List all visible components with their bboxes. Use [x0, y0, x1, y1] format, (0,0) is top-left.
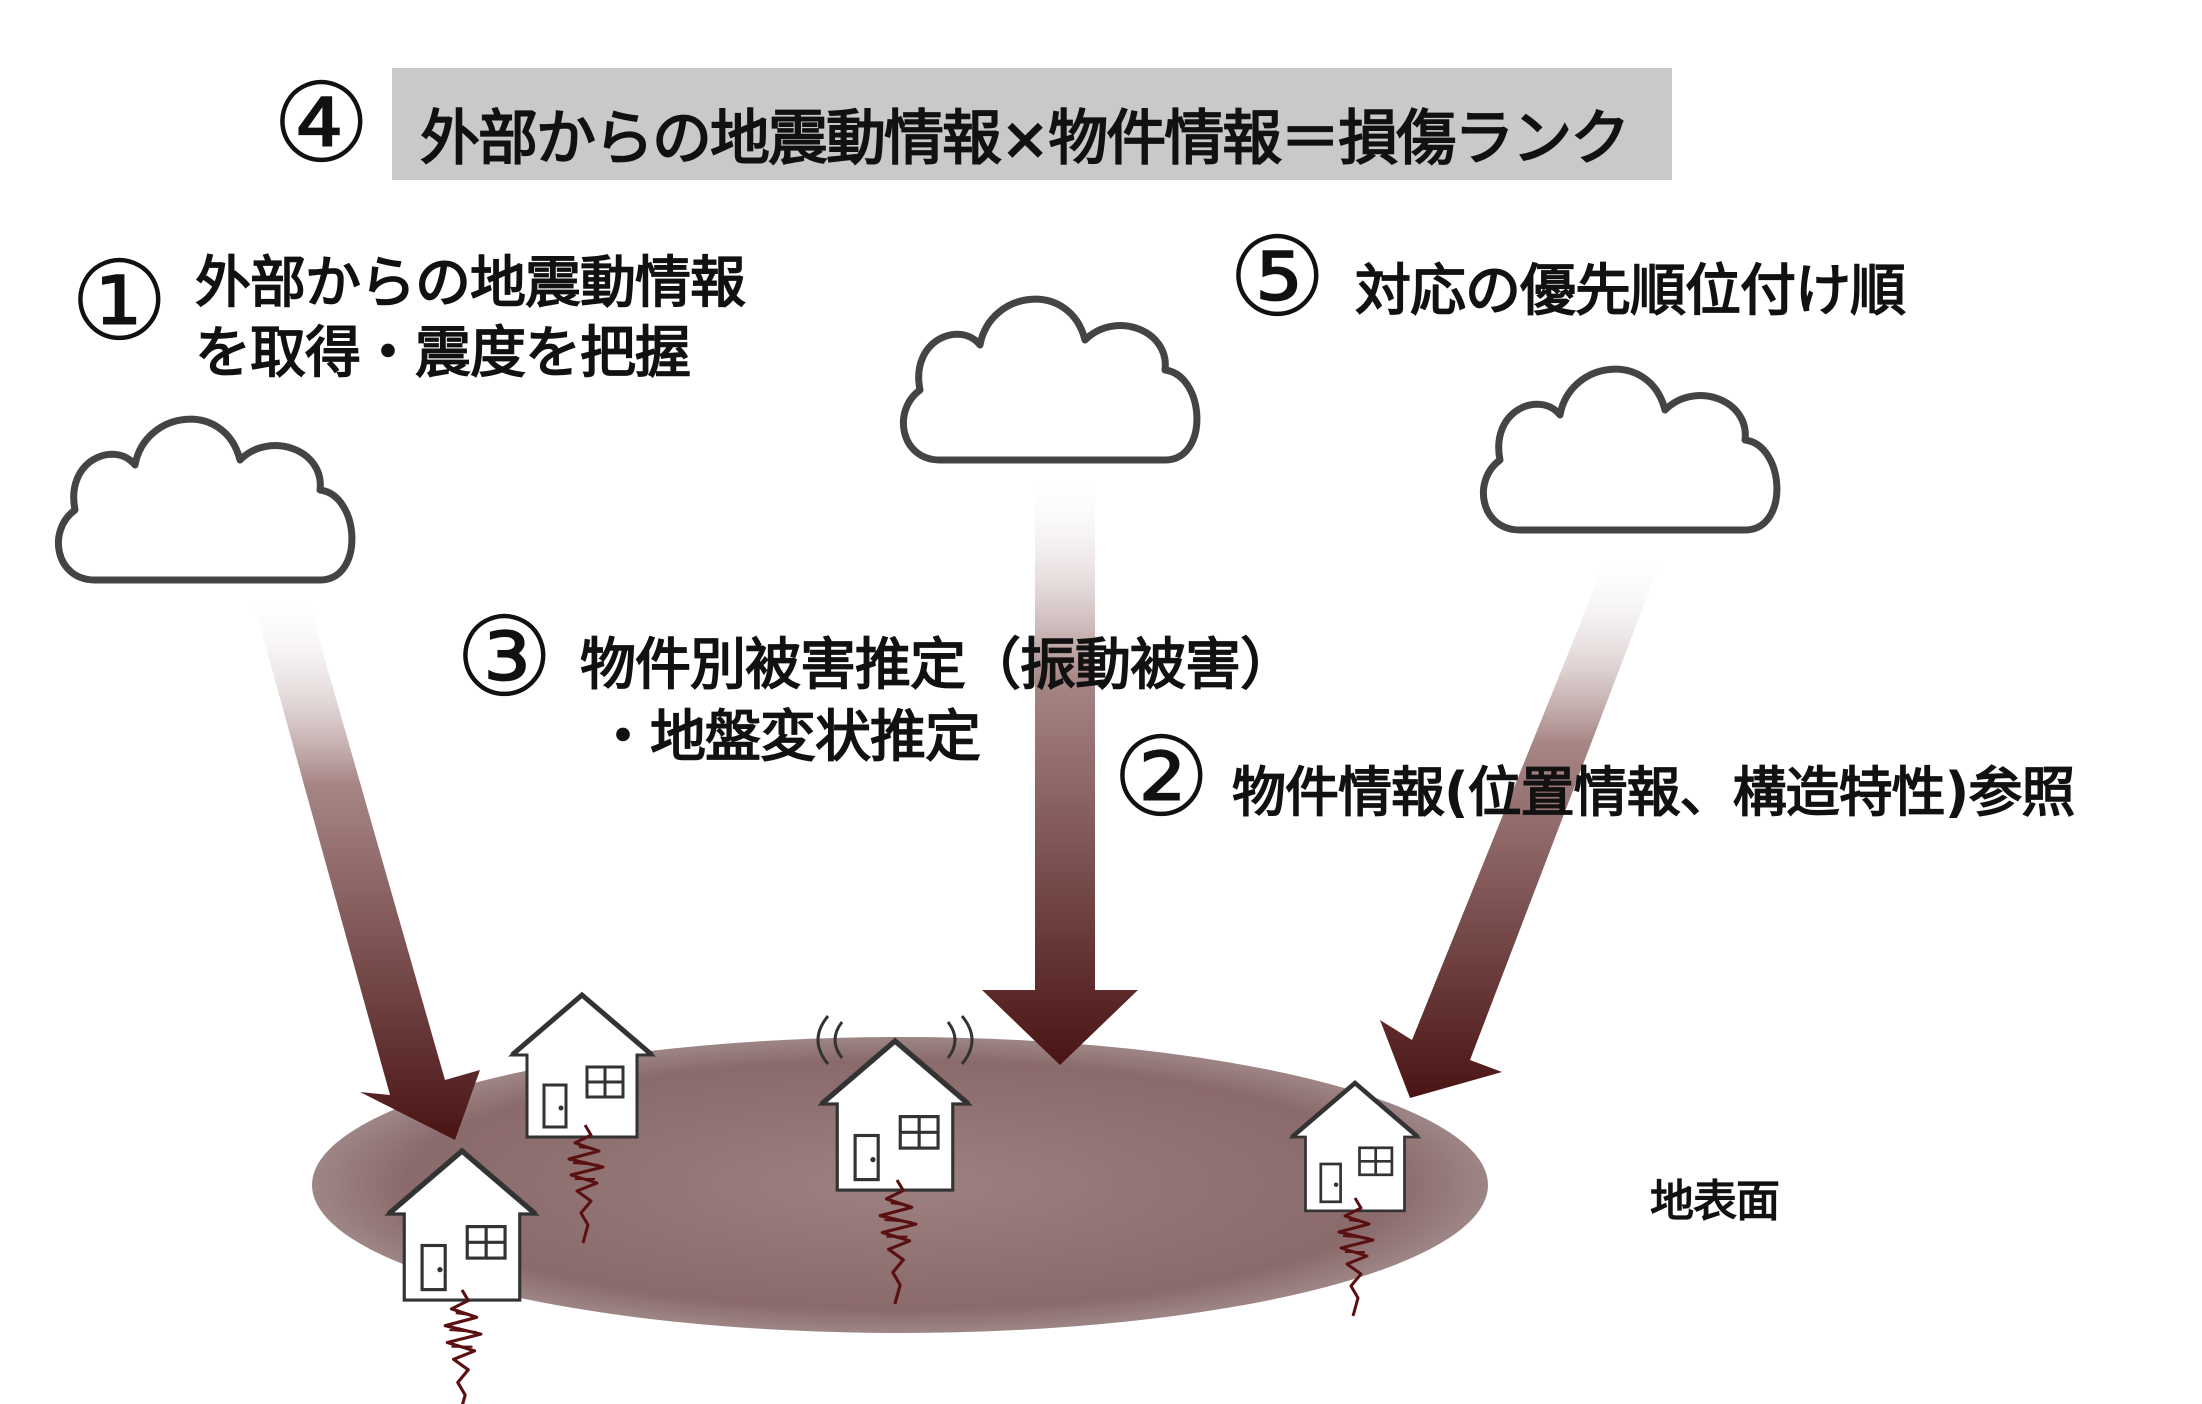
cloud-icon: [903, 299, 1196, 460]
cloud-icon: [58, 419, 351, 580]
step-5-label: 対応の優先順位付け順: [1355, 259, 1906, 324]
step-3-label-line2: ・地盤変状推定: [595, 705, 981, 770]
vibration-icon: [816, 1015, 974, 1065]
step-2-label: 物件情報(位置情報、構造特性)参照: [1232, 761, 2075, 824]
seismic-wave-icon: [443, 1288, 483, 1404]
arrow-down-icon: [982, 470, 1138, 1065]
title-text: 外部からの地震動情報×物件情報＝損傷ランク: [420, 104, 1630, 174]
ground-label: 地表面: [1650, 1176, 1780, 1227]
step-number-5: ⑤: [1228, 213, 1327, 341]
arrow-down-icon: [1380, 550, 1665, 1098]
step-1-label-line2: を取得・震度を把握: [195, 321, 691, 386]
step-3-label-line1: 物件別被害推定（振動被害）: [580, 633, 1296, 698]
house-icon: [512, 995, 652, 1137]
title-box: [392, 68, 1672, 180]
cloud-icon: [1483, 369, 1776, 530]
step-number-1: ①: [70, 237, 169, 365]
step-1-label-line1: 外部からの地震動情報: [195, 251, 746, 316]
step-number-4: ④: [272, 59, 371, 187]
step-number-3: ③: [455, 593, 554, 721]
step-number-2: ②: [1112, 713, 1211, 841]
arrow-down-icon: [250, 590, 480, 1140]
